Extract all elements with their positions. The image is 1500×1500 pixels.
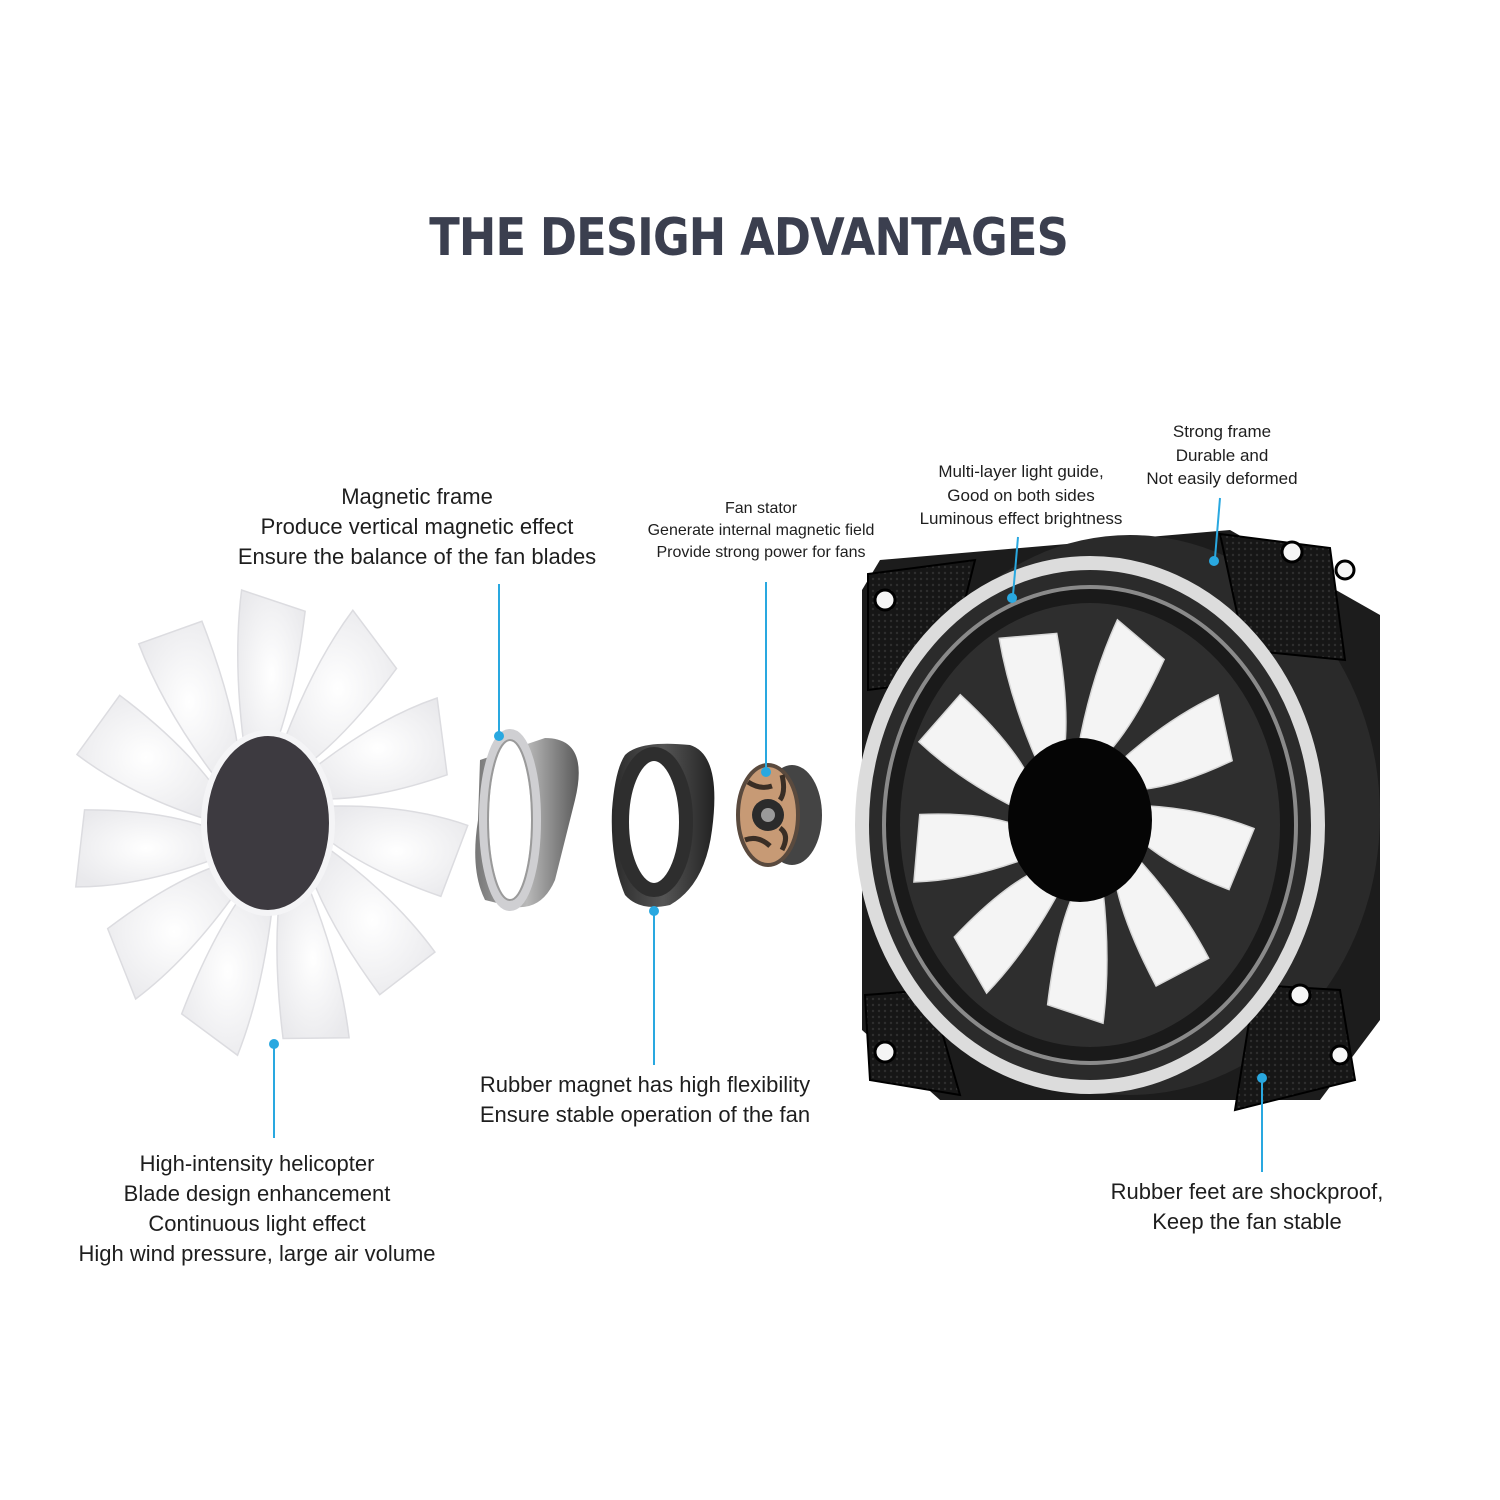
- fan-blade: [276, 876, 350, 1040]
- callout-fan-stator: Fan stator Generate internal magnetic fi…: [622, 498, 900, 564]
- fan-blade: [75, 694, 217, 821]
- fan-blade: [1136, 804, 1256, 891]
- fan-blade: [913, 813, 1031, 883]
- assembled-fan-hub: [1008, 738, 1152, 902]
- fan-blade: [106, 863, 242, 1001]
- fan-blade: [74, 809, 218, 888]
- fan-blade: [1113, 851, 1210, 988]
- fan-blade: [1046, 884, 1108, 1025]
- callout-strong-frame: Strong frame Durable and Not easily defo…: [1122, 420, 1322, 491]
- fan-blade: [308, 844, 436, 996]
- callout-line: Provide strong power for fans: [656, 544, 866, 561]
- fan-blade: [1115, 693, 1234, 791]
- callout-line: Produce vertical magnetic effect: [260, 514, 574, 539]
- fan-blade: [998, 632, 1067, 770]
- impeller-blades: [74, 589, 469, 1057]
- assembled-fan: [855, 530, 1380, 1112]
- callout-rubber-feet: Rubber feet are shockproof, Keep the fan…: [1080, 1177, 1414, 1237]
- fan-blade: [237, 589, 306, 759]
- callout-leaders: [269, 497, 1267, 1172]
- page-title: THE DESIGH ADVANTAGES: [429, 208, 1069, 268]
- impeller-hub: [201, 730, 335, 916]
- callout-line: Magnetic frame: [341, 484, 493, 509]
- callout-magnetic-frame: Magnetic frame Produce vertical magnetic…: [200, 482, 634, 572]
- callout-line: Multi-layer light guide,: [938, 462, 1104, 481]
- callout-line: Fan stator: [724, 500, 798, 517]
- fan-blade: [953, 869, 1063, 995]
- callout-line: Rubber feet are shockproof,: [1110, 1179, 1384, 1204]
- callout-line: Rubber magnet has high flexibility: [479, 1072, 811, 1097]
- fan-blade: [1077, 618, 1166, 758]
- callout-line: Luminous effect brightness: [919, 509, 1123, 528]
- callout-line: Good on both sides: [947, 485, 1095, 505]
- callout-line: Strong frame: [1172, 422, 1272, 441]
- fan-blade: [180, 887, 275, 1057]
- fan-blade: [137, 620, 241, 784]
- callout-blade: High-intensity helicopter Blade design e…: [40, 1149, 474, 1269]
- callout-rubber-magnet: Rubber magnet has high flexibility Ensur…: [440, 1070, 850, 1130]
- callout-line: Generate internal magnetic field: [647, 522, 875, 539]
- callout-line: High wind pressure, large air volume: [78, 1241, 436, 1266]
- callout-line: Ensure the balance of the fan blades: [237, 544, 597, 569]
- callout-line: Blade design enhancement: [123, 1181, 391, 1206]
- fan-blade: [278, 608, 398, 769]
- fan-blade: [917, 693, 1032, 812]
- callout-light-guide: Multi-layer light guide, Good on both si…: [890, 460, 1152, 531]
- fan-blade: [325, 805, 469, 898]
- callout-line: Ensure stable operation of the fan: [479, 1102, 811, 1127]
- callout-line: Durable and: [1175, 445, 1269, 465]
- callout-line: High-intensity helicopter: [139, 1151, 375, 1176]
- callout-line: Keep the fan stable: [1152, 1209, 1342, 1234]
- fan-blade: [307, 696, 448, 800]
- fan-stator: [736, 763, 822, 867]
- magnetic-frame-ring: [475, 729, 579, 911]
- rubber-magnet-ring: [611, 743, 715, 908]
- callout-line: Continuous light effect: [148, 1211, 366, 1236]
- callout-line: Not easily deformed: [1146, 469, 1298, 488]
